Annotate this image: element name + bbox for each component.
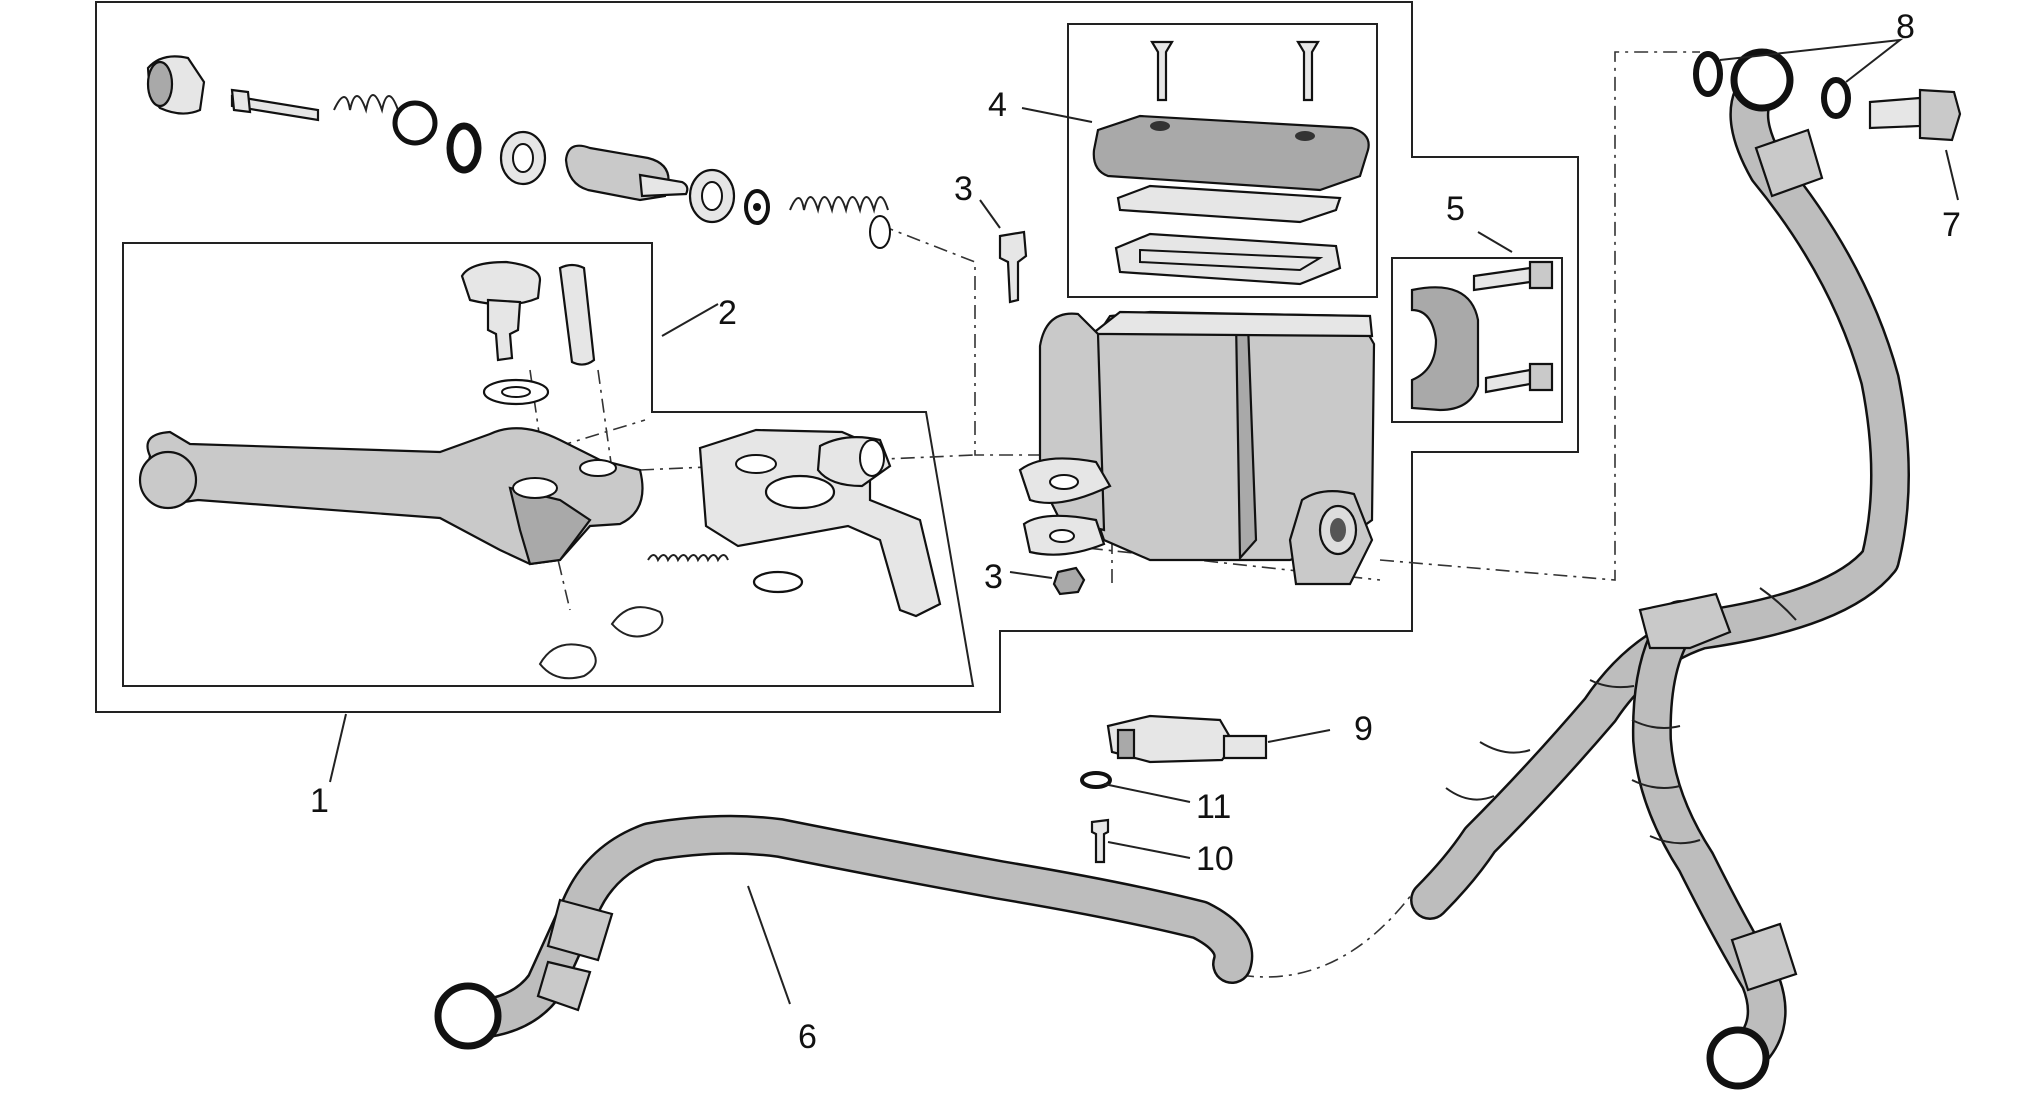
copper-washer-left — [1693, 51, 1723, 97]
banjo-fittings — [1693, 51, 1962, 142]
callout-3-upper: 3 — [954, 170, 973, 208]
callout-8: 8 — [1896, 8, 1915, 46]
diaphragm — [1114, 232, 1342, 286]
callout-5: 5 — [1446, 190, 1465, 228]
lid-screw-right — [1296, 40, 1320, 102]
circlip — [392, 100, 438, 146]
banjo-bolt — [1868, 96, 1922, 130]
callout-2: 2 — [718, 294, 737, 332]
clamp-half — [1410, 286, 1480, 412]
lever-adjuster-knob — [460, 260, 542, 306]
callout-6: 6 — [798, 1018, 817, 1056]
spring-small — [333, 94, 399, 114]
lever-spring — [647, 554, 729, 563]
handlebar-clamp — [1410, 260, 1554, 412]
brake-hoses — [434, 48, 1910, 1090]
pivot-nut — [1052, 566, 1086, 596]
hose-right-fitting-bottom — [1730, 922, 1798, 992]
pivot-bolt — [998, 230, 1028, 304]
assembly-4-outline — [1067, 23, 1378, 298]
lever-clip-lower — [538, 643, 597, 680]
copper-washer-right — [1821, 77, 1851, 119]
master-cylinder-body — [998, 230, 1376, 596]
assembly-1-outline — [95, 1, 1579, 713]
brake-lever-assembly — [138, 260, 942, 680]
callout-1: 1 — [310, 782, 329, 820]
hose-right-banjo-top — [1730, 48, 1794, 112]
hose-splitter — [1638, 592, 1732, 650]
lever-bracket — [698, 428, 942, 618]
leader-lines — [329, 38, 1959, 1005]
hose-right-upper — [1412, 66, 1908, 918]
spring-large — [789, 196, 889, 214]
callout-7: 7 — [1942, 206, 1961, 244]
assembly-outlines — [95, 1, 1579, 713]
lid-gasket — [1116, 184, 1342, 224]
callout-11: 11 — [1196, 788, 1231, 826]
callout-3-lower: 3 — [984, 558, 1003, 596]
callout-9: 9 — [1354, 710, 1373, 748]
callout-labels: 1 2 3 3 4 5 6 7 8 9 10 11 — [310, 8, 1961, 1056]
pivot-sleeve — [558, 263, 596, 366]
washer-a — [446, 122, 482, 174]
hose-right-branch — [1634, 602, 1785, 1078]
reservoir-rim — [1088, 310, 1374, 338]
reservoir-lid — [1092, 114, 1370, 192]
clamp-bolt-top — [1472, 266, 1532, 292]
lid-screw-left — [1150, 40, 1174, 102]
assembly-5-outline — [1391, 257, 1563, 423]
callout-10: 10 — [1196, 840, 1234, 878]
hose-6-banjo — [434, 982, 502, 1050]
lever-ball-end — [138, 450, 198, 510]
bracket-washer — [752, 570, 804, 594]
callout-4: 4 — [988, 86, 1007, 124]
hose-right-banjo-bottom — [1706, 1026, 1770, 1090]
assembly-2-outline — [122, 242, 975, 687]
reservoir-lid-kit — [1092, 40, 1370, 286]
piston-kit-row — [146, 55, 891, 249]
switch-washer — [1080, 771, 1112, 789]
switch-screw — [1090, 818, 1110, 864]
hose-6-fitting — [546, 898, 614, 962]
brake-light-switch — [1080, 714, 1268, 864]
clamp-bolt-bottom — [1484, 368, 1532, 394]
hose-right-fitting-top — [1754, 128, 1824, 198]
adjuster-washer — [482, 378, 550, 406]
lever-clip-upper — [610, 606, 664, 638]
push-rod — [230, 94, 320, 122]
